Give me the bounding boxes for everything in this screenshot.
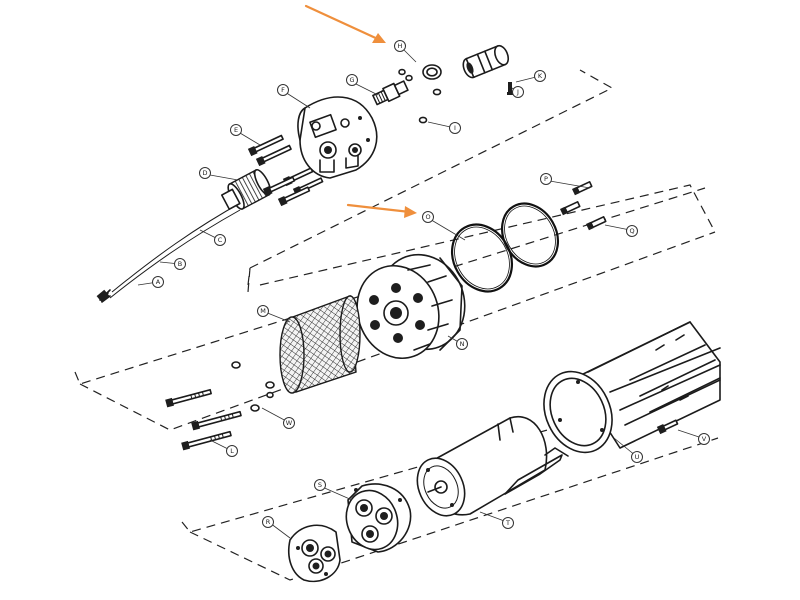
- cable-tip: [96, 289, 110, 303]
- callout-b: B: [174, 258, 186, 270]
- callouts: A B C D E F G H I J K L M N O P Q R S T …: [152, 40, 710, 529]
- motor: [416, 415, 569, 517]
- callout-v: V: [698, 433, 710, 445]
- lower-bottom-boundary: [189, 437, 719, 581]
- fitting-g: [372, 80, 409, 106]
- svg-text:S: S: [318, 481, 322, 489]
- upper-assembly-boundary: [247, 69, 614, 293]
- arrow-to-h: [304, 4, 386, 43]
- upper-back-boundary: [259, 184, 716, 286]
- pump-stage-end: [288, 524, 341, 583]
- svg-text:I: I: [454, 124, 456, 132]
- svg-text:V: V: [702, 435, 707, 443]
- callout-f: F: [277, 84, 289, 96]
- pump-stage: [345, 483, 412, 553]
- callout-o: O: [422, 211, 434, 223]
- svg-text:O: O: [425, 213, 430, 221]
- callout-a: A: [152, 276, 164, 288]
- svg-text:P: P: [544, 175, 548, 183]
- svg-text:A: A: [156, 278, 161, 286]
- svg-text:D: D: [202, 169, 207, 177]
- callout-w: W: [283, 417, 295, 429]
- arrow-to-o: [346, 203, 417, 218]
- callout-j: J: [512, 86, 524, 98]
- seal-h: [422, 64, 442, 80]
- small-seals: [398, 68, 442, 124]
- callout-q: Q: [626, 225, 638, 237]
- callout-s: S: [314, 479, 326, 491]
- end-cap-flange: [297, 96, 378, 179]
- intake-screen: [279, 295, 361, 394]
- callout-k: K: [534, 70, 546, 82]
- callout-l: L: [226, 445, 238, 457]
- svg-text:L: L: [230, 447, 234, 455]
- svg-text:C: C: [218, 236, 223, 244]
- connector-body: [462, 44, 513, 95]
- svg-text:Q: Q: [629, 227, 634, 235]
- callout-i: I: [449, 122, 461, 134]
- svg-text:G: G: [349, 76, 354, 84]
- middle-assembly-boundary: [74, 187, 706, 385]
- callout-e: E: [230, 124, 242, 136]
- svg-text:R: R: [266, 518, 271, 526]
- svg-text:H: H: [398, 42, 403, 50]
- svg-text:U: U: [635, 453, 640, 461]
- callout-r: R: [262, 516, 274, 528]
- svg-text:W: W: [286, 419, 293, 427]
- lower-assembly-boundary: [181, 384, 706, 533]
- callout-p: P: [540, 173, 552, 185]
- long-bolts: [165, 361, 275, 451]
- callout-h: H: [394, 40, 406, 52]
- callout-u: U: [631, 451, 643, 463]
- svg-text:B: B: [178, 260, 182, 268]
- highlight-arrows: [304, 4, 417, 218]
- svg-text:T: T: [505, 519, 510, 527]
- svg-text:M: M: [260, 307, 266, 315]
- svg-text:E: E: [234, 126, 238, 134]
- callout-t: T: [502, 517, 514, 529]
- assembly-boundaries: [74, 69, 719, 581]
- callout-n: N: [456, 338, 468, 350]
- svg-text:J: J: [516, 88, 519, 96]
- cable-strands: [109, 200, 245, 299]
- svg-text:F: F: [281, 86, 285, 94]
- outer-sleeve: [543, 321, 721, 454]
- callout-c: C: [214, 234, 226, 246]
- middle-lower-boundary: [79, 231, 716, 431]
- cable-inner: [105, 196, 247, 299]
- callout-m: M: [257, 305, 269, 317]
- screw-v: [656, 419, 679, 435]
- cable-assembly: [96, 196, 247, 303]
- impeller-housing: [356, 253, 466, 360]
- callout-g: G: [346, 74, 358, 86]
- svg-text:K: K: [538, 72, 543, 80]
- screws-e: [247, 134, 324, 207]
- svg-text:N: N: [460, 340, 465, 348]
- callout-d: D: [199, 167, 211, 179]
- gland-nut: [220, 168, 272, 210]
- large-o-rings: [450, 202, 560, 293]
